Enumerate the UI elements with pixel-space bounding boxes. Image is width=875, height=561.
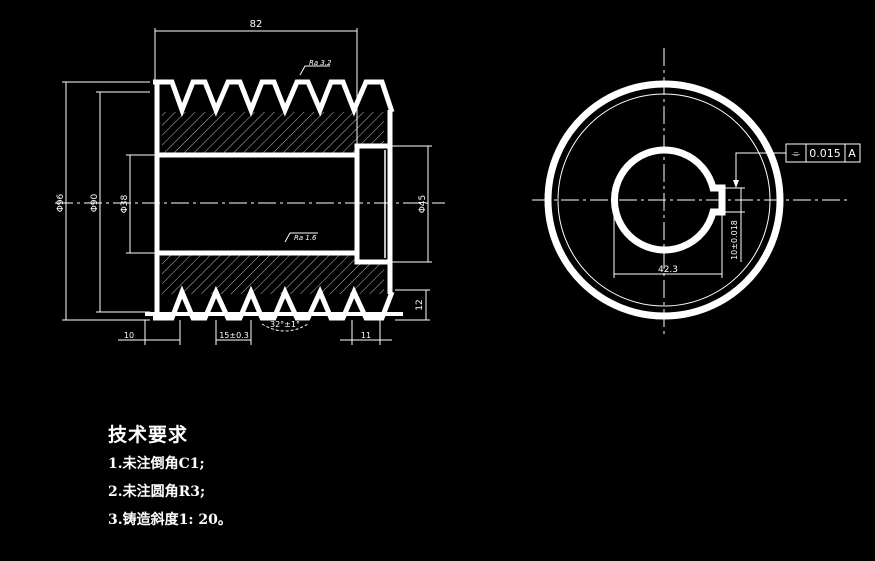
dim-groove-depth: 12	[415, 299, 425, 310]
dim-groove-diameter: Φ90	[90, 193, 100, 212]
lower-section-hatch	[162, 254, 384, 294]
dim-keyway-depth: 42.3	[658, 265, 678, 275]
tolerance-value: 0.015	[809, 147, 841, 160]
dimension-lines	[62, 28, 432, 345]
dim-groove-pitch: 15±0.3	[219, 331, 249, 340]
requirement-item-3: 3.铸造斜度1: 20。	[108, 512, 232, 528]
dim-outer-diameter: Φ96	[56, 193, 66, 212]
roughness-bore: Ra 1.6	[294, 234, 317, 242]
dim-keyway-width: 10±0.018	[730, 220, 739, 260]
side-dimension-lines	[613, 152, 786, 278]
symmetry-symbol: ⌯	[792, 147, 801, 160]
requirement-item-1: 1.未注倒角C1;	[108, 456, 205, 472]
requirements-title: 技术要求	[108, 424, 189, 446]
tolerance-datum: A	[848, 147, 856, 160]
lower-groove-profile	[153, 285, 395, 321]
dim-groove-angle: 32°±1°	[270, 320, 300, 329]
technical-requirements: 技术要求 1.未注倒角C1; 2.未注圆角R3; 3.铸造斜度1: 20。	[108, 420, 232, 537]
section-view	[55, 79, 445, 321]
dim-counterbore-diameter: Φ45	[418, 195, 428, 214]
bore	[154, 152, 360, 256]
upper-section-hatch	[162, 112, 384, 154]
bore-keyway	[610, 146, 726, 254]
dim-bore-diameter: Φ38	[120, 194, 130, 213]
tolerance-frame: ⌯ 0.015 A	[785, 143, 861, 163]
dim-end-width: 11	[361, 331, 371, 340]
dim-overall-length: 82	[250, 19, 263, 30]
upper-groove-profile	[153, 79, 395, 118]
side-view	[532, 48, 850, 338]
dim-edge-offset: 10	[124, 331, 134, 340]
requirement-item-2: 2.未注圆角R3;	[108, 484, 206, 500]
roughness-groove: Ra 3.2	[309, 59, 332, 67]
